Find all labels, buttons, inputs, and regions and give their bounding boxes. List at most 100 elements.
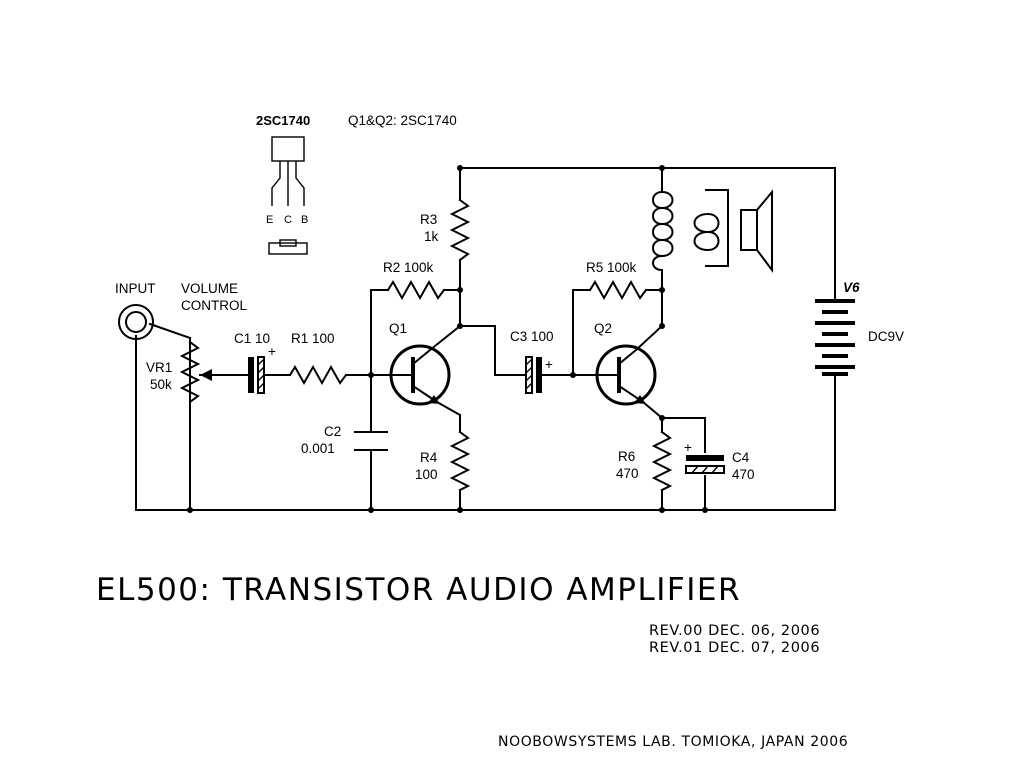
pinout-lead-b (295, 161, 305, 206)
junction-dot (457, 165, 463, 171)
junction-dot (368, 372, 374, 378)
battery-cell (815, 299, 855, 303)
pinout-top-view (268, 242, 308, 255)
q1-transistor (389, 344, 462, 417)
junction-dot (659, 165, 665, 171)
battery-cell (815, 343, 855, 347)
r4-resistor (449, 430, 471, 492)
junction-dot (457, 507, 463, 513)
junction-dot (659, 287, 665, 293)
junction-dot (570, 372, 576, 378)
transformer-primary-coil (652, 190, 674, 272)
c4-plus-sign: + (684, 440, 692, 455)
q1-to-c3-wire (459, 325, 527, 376)
pinout-part-label: 2SC1740 (256, 113, 310, 128)
speaker-cone (755, 189, 773, 273)
volume-label-line2: CONTROL (181, 298, 247, 313)
pinout-pin-c: C (284, 214, 292, 226)
c2-value: 0.001 (301, 441, 335, 456)
footer-credit: NOOBOWSYSTEMS LAB. TOMIOKA, JAPAN 2006 (498, 734, 848, 750)
junction-dot (368, 507, 374, 513)
pinout-lead-e (271, 161, 281, 206)
junction-dot (457, 287, 463, 293)
junction-dot (187, 507, 193, 513)
q2-label: Q2 (594, 321, 612, 336)
r2-resistor (386, 279, 446, 301)
r5-resistor (588, 279, 648, 301)
r4-name: R4 (420, 450, 438, 465)
c2-name: C2 (324, 424, 341, 439)
q2-transistor (595, 344, 664, 420)
c1-label: C1 10 (234, 331, 270, 346)
q1-collector-inner (411, 348, 432, 366)
q1-collector-lead (428, 324, 462, 352)
c3-label: C3 100 (510, 329, 554, 344)
r1-label: R1 100 (291, 331, 335, 346)
pinout-pin-e: E (266, 214, 273, 226)
r3-resistor (449, 198, 471, 262)
c1-hatch (257, 358, 265, 390)
transformer-secondary-coil (693, 212, 720, 252)
q2-collector-lead (634, 324, 664, 352)
input-jack-outer (118, 304, 154, 340)
c3-plate-positive (536, 357, 542, 393)
battery-cell (822, 332, 848, 336)
input-signal-wire (148, 322, 192, 340)
r4-value: 100 (415, 467, 438, 482)
vr1-resistor (179, 340, 201, 404)
r5-label: R5 100k (586, 260, 637, 275)
pinout-top-tab (279, 239, 297, 247)
r6-value: 470 (616, 466, 639, 481)
input-label: INPUT (115, 281, 156, 296)
q1-label: Q1 (389, 321, 407, 336)
r3-value: 1k (424, 229, 439, 244)
junction-dot (659, 323, 665, 329)
pinout-body (271, 136, 305, 162)
c4-hatch (691, 465, 719, 474)
c1-plus-sign: + (268, 344, 276, 359)
vr1-name: VR1 (146, 360, 172, 375)
volume-label-line1: VOLUME (181, 281, 238, 296)
c3-plus-sign: + (545, 357, 553, 372)
revision-line: REV.01 DEC. 07, 2006 (649, 640, 820, 656)
transformer-secondary-leads (705, 189, 729, 267)
output-transformer (652, 189, 729, 272)
c4-value: 470 (732, 467, 755, 482)
battery-cell (822, 354, 848, 358)
c1-plate-positive (248, 357, 254, 393)
battery-cell (815, 321, 855, 325)
junction-dot (659, 507, 665, 513)
battery-cell (815, 365, 855, 369)
battery-cell (822, 372, 848, 376)
junctions (187, 165, 708, 513)
r1-resistor (288, 364, 348, 386)
pinout-pin-b: B (301, 214, 308, 226)
input-jack (118, 304, 154, 340)
battery-value: DC9V (868, 329, 904, 344)
vr1-value: 50k (150, 377, 172, 392)
c1-capacitor (248, 356, 265, 394)
q2-emitter-to-c4-wire (661, 417, 706, 453)
r5-left-wire (572, 289, 591, 376)
battery (815, 299, 855, 376)
c4-capacitor (685, 455, 725, 474)
junction-dot (702, 507, 708, 513)
c4-name: C4 (732, 450, 750, 465)
q2-emitter-arrow-icon (634, 395, 646, 404)
c3-capacitor (525, 356, 542, 394)
diagram-title: EL500: TRANSISTOR AUDIO AMPLIFIER (96, 572, 741, 608)
q1-emitter-arrow-icon (428, 395, 440, 404)
battery-cell (822, 310, 848, 314)
revision-line: REV.00 DEC. 06, 2006 (649, 623, 820, 639)
speaker-icon (740, 189, 773, 273)
battery-name: V6 (843, 280, 860, 295)
q2-collector-inner (617, 348, 638, 366)
r2-label: R2 100k (383, 260, 434, 275)
r6-resistor (651, 430, 673, 492)
transistor-pinout: 2SC1740 E C B (256, 113, 310, 255)
c4-plate-positive (686, 455, 724, 461)
input-jack-inner (125, 311, 147, 333)
junction-dot (457, 323, 463, 329)
c3-hatch (525, 358, 533, 390)
